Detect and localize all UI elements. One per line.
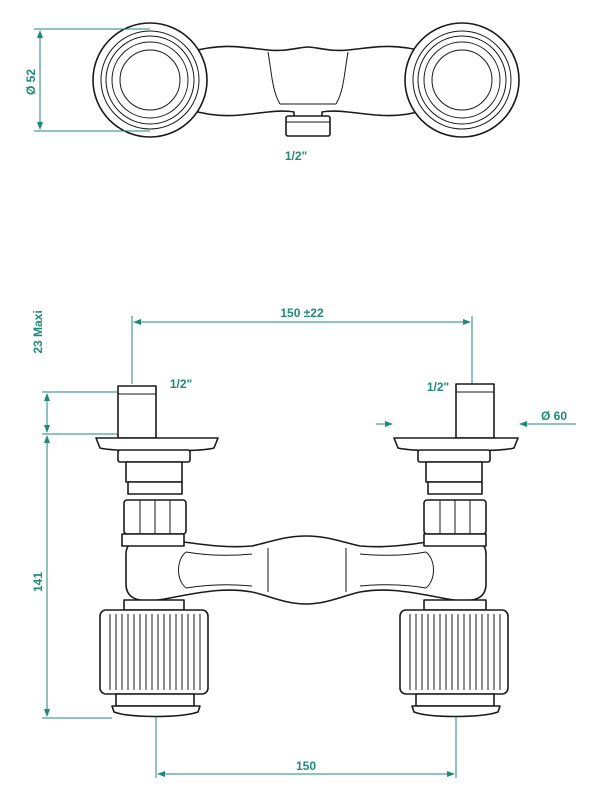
flange-diameter-label: Ø 60 <box>541 409 567 423</box>
overall-height-label: 141 <box>31 572 45 592</box>
left-base-cap <box>111 705 201 718</box>
front-view: 150 ±22 23 Maxi 141 Ø 60 1/2" 1/2" 150 <box>31 306 576 778</box>
height-maxi-label: 23 Maxi <box>31 310 45 353</box>
top-view-bridge-ridge <box>267 51 349 105</box>
top-view-bridge <box>189 45 427 119</box>
right-inlet-pipe <box>455 383 495 439</box>
base-distance-label: 150 <box>296 759 316 773</box>
left-flange <box>95 437 219 452</box>
inlet-left-label: 1/2" <box>170 377 192 391</box>
right-flange <box>393 437 519 452</box>
right-base-cap <box>411 705 501 718</box>
right-valve-column <box>393 383 519 718</box>
front-bridge-body <box>125 535 487 605</box>
top-outlet-label: 1/2" <box>285 149 307 163</box>
top-view-outlet <box>285 115 331 137</box>
center-distance-label: 150 ±22 <box>280 306 324 320</box>
front-bridge-inner <box>178 551 434 589</box>
inlet-right-label: 1/2" <box>427 380 449 394</box>
left-inlet-pipe <box>117 385 157 439</box>
top-view: Ø 52 1/2" <box>24 22 520 163</box>
left-valve-column <box>95 385 219 718</box>
top-view-left-rosette <box>92 22 208 138</box>
top-diameter-label: Ø 52 <box>24 69 38 95</box>
top-view-right-rosette <box>404 22 520 138</box>
